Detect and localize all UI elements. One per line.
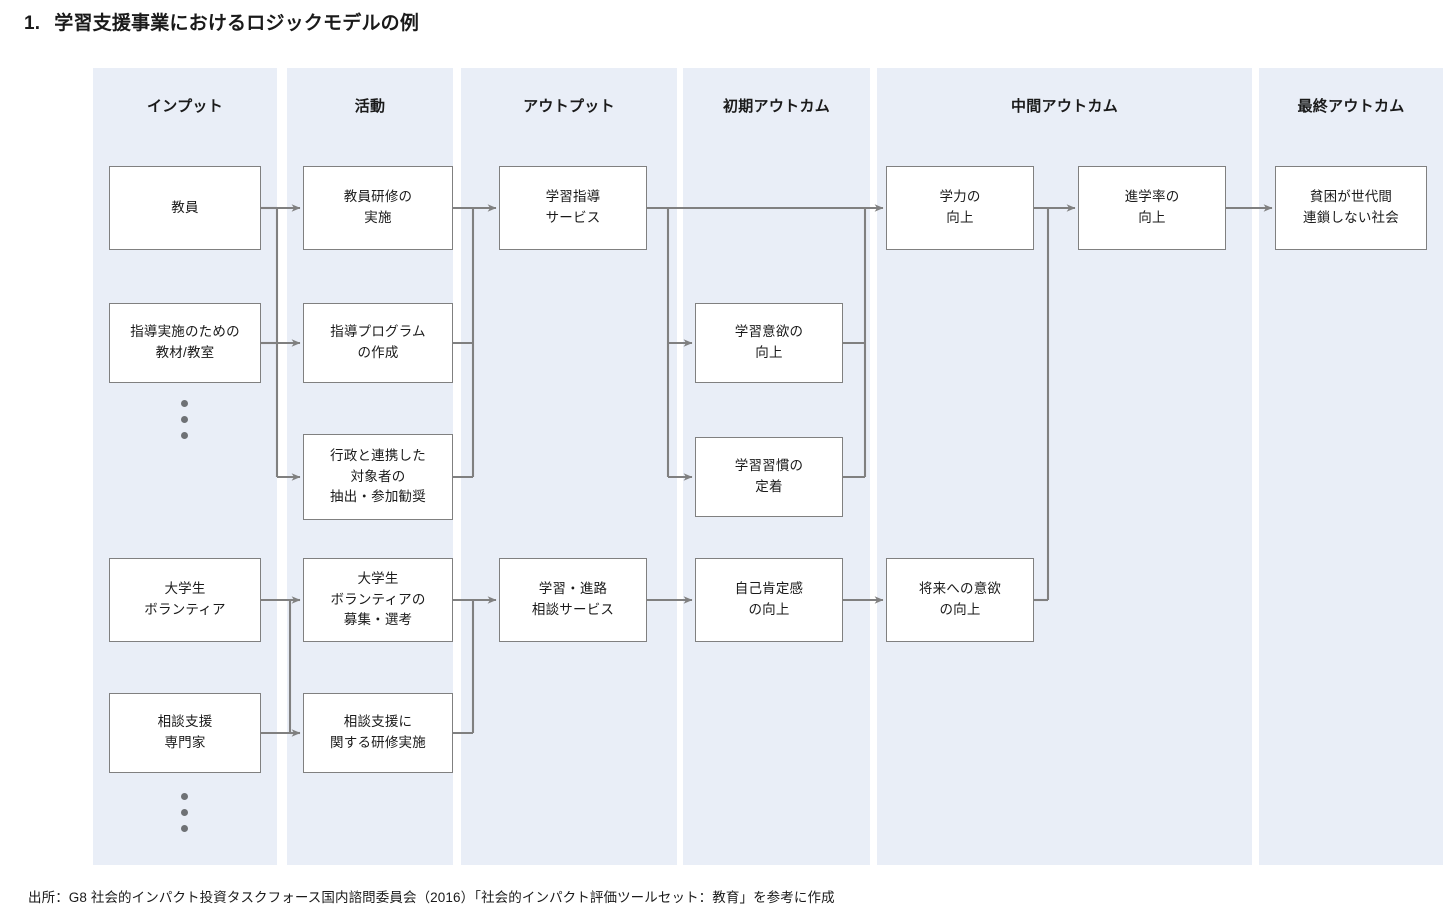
node-habit: 学習習慣の 定着 [695, 437, 843, 517]
node-counsel-training: 相談支援に 関する研修実施 [303, 693, 453, 773]
vertical-ellipsis-icon [181, 793, 188, 832]
node-program-dev: 指導プログラム の作成 [303, 303, 453, 383]
title-text: 学習支援事業におけるロジックモデルの例 [54, 13, 420, 34]
source-note: 出所：G8 社会的インパクト投資タスクフォース国内諮問委員会（2016）「社会的… [28, 890, 835, 905]
node-gov-outreach: 行政と連携した 対象者の 抽出・参加勧奨 [303, 434, 453, 520]
node-motivation: 学習意欲の 向上 [695, 303, 843, 383]
node-counsel-expert: 相談支援 専門家 [109, 693, 261, 773]
node-enrollment: 進学率の 向上 [1078, 166, 1226, 250]
column-header-activity: 活動 [354, 98, 386, 115]
column-header-input: インプット [146, 98, 224, 115]
column-header-final_outcome: 最終アウトカム [1297, 98, 1405, 115]
node-volunteer-recruit: 大学生 ボランティアの 募集・選考 [303, 558, 453, 642]
page-title: 1. 学習支援事業におけるロジックモデルの例 [24, 8, 419, 35]
node-career-service: 学習・進路 相談サービス [499, 558, 647, 642]
column-header-early_outcome: 初期アウトカム [722, 98, 831, 115]
node-study-service: 学習指導 サービス [499, 166, 647, 250]
vertical-ellipsis-icon [181, 400, 188, 439]
node-society: 貧困が世代間 連鎖しない社会 [1275, 166, 1427, 250]
column-header-mid_outcome: 中間アウトカム [1010, 98, 1119, 115]
node-self-esteem: 自己肯定感 の向上 [695, 558, 843, 642]
node-univ-volunteer: 大学生 ボランティア [109, 558, 261, 642]
node-teacher: 教員 [109, 166, 261, 250]
column-header-output: アウトプット [523, 98, 615, 115]
node-academic: 学力の 向上 [886, 166, 1034, 250]
title-number: 1. [24, 13, 41, 34]
node-future-will: 将来への意欲 の向上 [886, 558, 1034, 642]
node-materials: 指導実施のための 教材/教室 [109, 303, 261, 383]
node-teacher-training: 教員研修の 実施 [303, 166, 453, 250]
